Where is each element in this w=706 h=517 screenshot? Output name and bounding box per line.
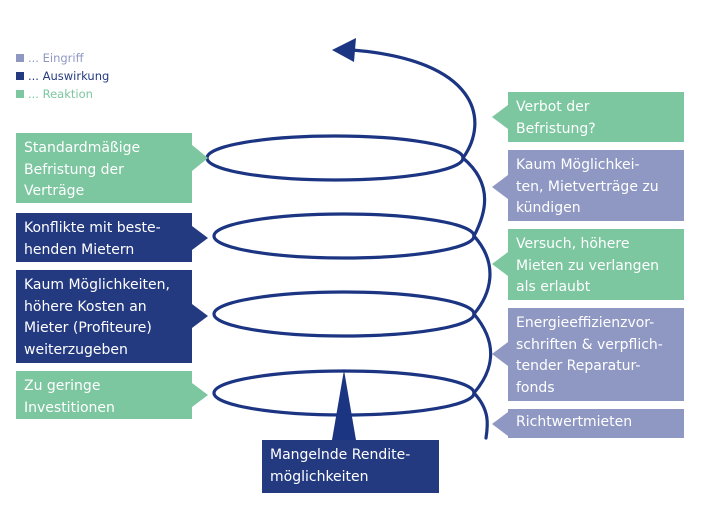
box-richtwertmieten: Richtwertmieten: [508, 409, 684, 438]
pointer-right-4: [492, 342, 508, 366]
legend-item-auswirkung: ... Auswirkung: [16, 67, 109, 85]
box-verbot-befristung: Verbot der Befristung?: [508, 92, 684, 142]
legend-swatch-reaktion: [16, 90, 24, 98]
legend-swatch-eingriff: [16, 54, 24, 62]
legend-label-auswirkung: ... Auswirkung: [28, 69, 110, 83]
box-zu-geringe-investitionen: Zu geringe Investitionen: [16, 371, 192, 419]
spiral-connector-top: [350, 48, 477, 160]
pointer-left-3: [192, 304, 208, 328]
legend-item-reaktion: ... Reaktion: [16, 85, 109, 103]
pointer-right-5: [492, 412, 508, 436]
legend-label-eingriff: ... Eingriff: [28, 51, 84, 65]
legend-label-reaktion: ... Reaktion: [28, 87, 93, 101]
spiral-connector-2: [472, 234, 492, 316]
pointer-left-4: [192, 383, 208, 407]
pointer-left-2: [192, 226, 208, 250]
box-versuch-hoehere-mieten: Versuch, höhere Mieten zu verlangen als …: [508, 229, 684, 300]
box-kaum-moeglichkeiten-kosten: Kaum Möglichkeiten, höhere Kosten an Mie…: [16, 270, 192, 363]
pointer-right-3: [492, 252, 508, 276]
spiral-loop-1: [205, 134, 465, 182]
spiral-arrowhead: [332, 38, 356, 62]
pointer-right-1: [492, 105, 508, 129]
box-energieeffizienz: Energieeffizienzvor- schriften & verpfli…: [508, 308, 684, 401]
bottom-pointer: [332, 370, 356, 440]
legend-item-eingriff: ... Eingriff: [16, 49, 109, 67]
spiral-connector-bottom: [472, 391, 489, 440]
pointer-right-2: [492, 175, 508, 199]
box-kaum-moeglichkeiten-kuendigen: Kaum Möglichkei- ten, Mietverträge zu kü…: [508, 150, 684, 221]
box-mangelnde-rendite: Mangelnde Rendite- möglichkeiten: [262, 440, 439, 493]
pointer-left-1: [192, 145, 208, 171]
spiral-loop-2: [212, 212, 476, 260]
spiral-connector-1: [461, 156, 487, 238]
spiral-loop-3: [212, 290, 476, 338]
box-konflikte-mietern: Konflikte mit beste- henden Mietern: [16, 213, 192, 262]
box-standard-befristung: Standardmäßige Befristung der Verträge: [16, 133, 192, 203]
spiral-connector-3: [472, 312, 493, 395]
legend-swatch-auswirkung: [16, 72, 24, 80]
legend: ... Eingriff ... Auswirkung ... Reaktion: [16, 49, 109, 103]
